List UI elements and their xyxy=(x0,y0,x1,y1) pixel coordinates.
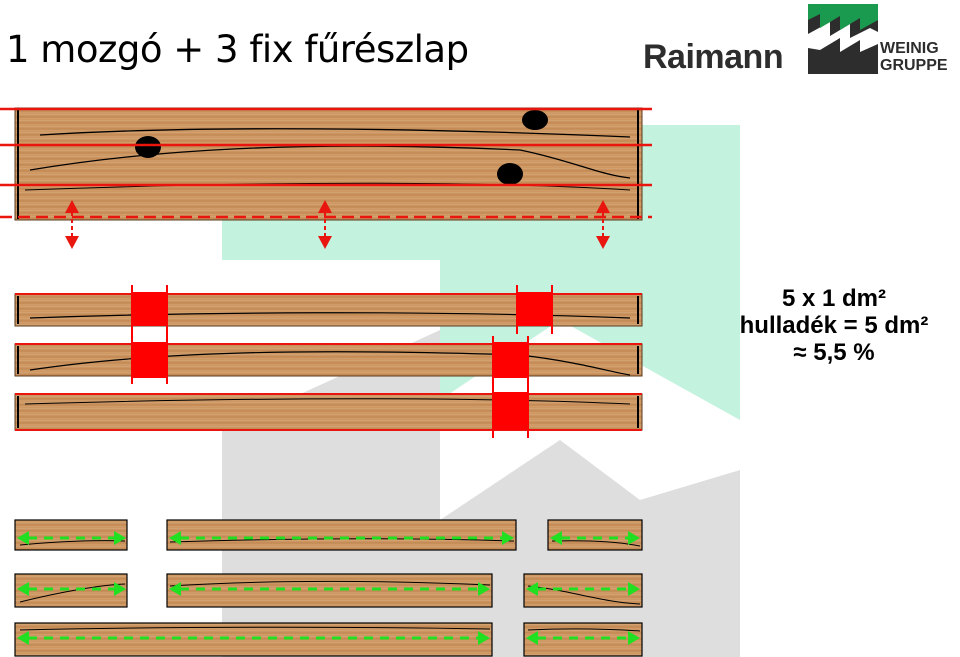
approx-symbol: ≈ xyxy=(793,339,807,366)
waste-3 xyxy=(517,292,552,326)
waste-4 xyxy=(493,342,528,378)
weinig-line: WEINIG xyxy=(880,40,939,57)
arrow-heads xyxy=(17,531,640,645)
strip-2 xyxy=(14,343,643,377)
stats-line-1: 5 x 1 dm² xyxy=(781,285,887,312)
page-title: 1 mozgó + 3 fix fűrészlap xyxy=(6,28,469,71)
waste-1 xyxy=(132,292,167,326)
waste-blocks xyxy=(131,285,553,438)
stats-line-2: hulladék = 5 dm² xyxy=(739,312,929,339)
waste-stats: 5 x 1 dm² hulladék = 5 dm² ≈ 5,5 % xyxy=(716,285,952,366)
waste-percent: 5,5 % xyxy=(813,339,875,366)
length-arrows xyxy=(28,536,629,640)
fixed-saw-lines xyxy=(0,107,652,187)
knot-1 xyxy=(135,136,161,158)
weinig-logo-mark xyxy=(808,4,878,74)
gruppe-line: GRUPPE xyxy=(880,57,948,74)
knot-3 xyxy=(497,163,523,185)
strip-saw-lines xyxy=(15,293,642,431)
source-board xyxy=(14,107,643,221)
knot-2 xyxy=(522,110,548,130)
waste-5 xyxy=(493,392,528,430)
moving-saw-arrows xyxy=(65,200,610,249)
waste-2 xyxy=(132,342,167,378)
raimann-logo: Raimann xyxy=(643,38,784,76)
piece-row-1 xyxy=(14,519,643,551)
stats-line-3: ≈ 5,5 % xyxy=(716,339,952,366)
strip-3 xyxy=(14,393,643,431)
background-logo-gray xyxy=(222,330,740,657)
weinig-gruppe-logo: WEINIG GRUPPE xyxy=(880,40,948,74)
